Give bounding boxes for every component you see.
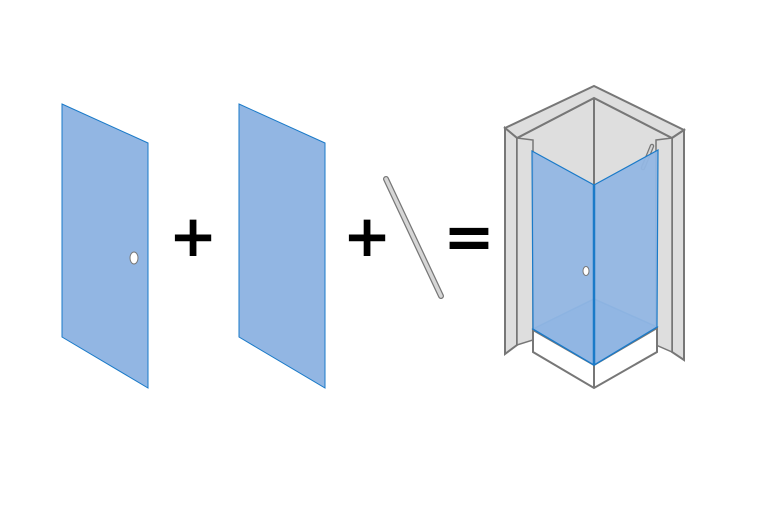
glass-fixed-panel	[238, 103, 326, 389]
equals-operator: =	[443, 200, 495, 273]
enclosure-door-glass	[531, 149, 595, 367]
left-wall-edge	[504, 125, 518, 356]
door-knob-icon	[129, 251, 139, 265]
enclosure-door-knob-icon	[582, 266, 590, 276]
plus-operator-1: +	[169, 202, 218, 270]
corner-shower-enclosure	[503, 84, 687, 390]
plus-operator-2: +	[343, 202, 392, 270]
glass-door-panel	[61, 103, 149, 389]
right-wall-edge	[671, 128, 685, 362]
enclosure-fixed-glass	[593, 148, 659, 367]
support-rod	[383, 176, 444, 299]
